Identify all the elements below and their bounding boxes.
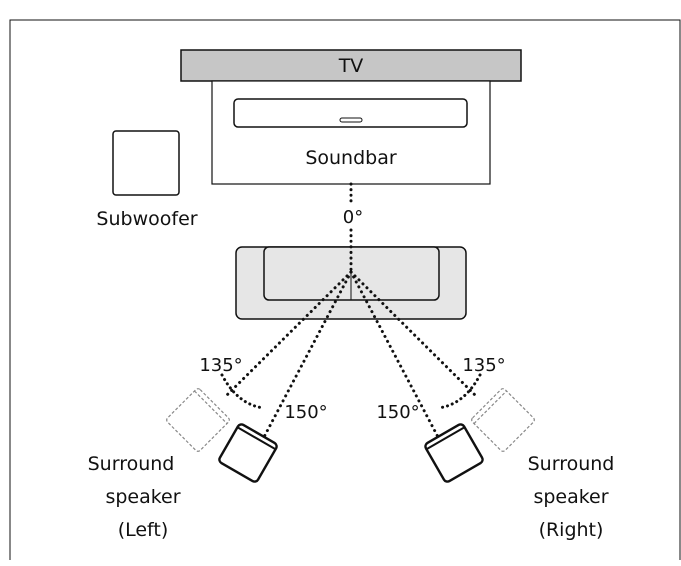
ray-left-150 <box>262 270 353 439</box>
center-angle-label: 0° <box>343 207 363 228</box>
subwoofer-icon <box>112 130 180 196</box>
right-speaker-label-line1: Surround <box>528 453 615 475</box>
right-speaker-label-line2: speaker <box>533 486 608 508</box>
right-speaker-alt-position <box>471 388 535 452</box>
soundbar-unit <box>233 98 468 128</box>
right-speaker-icon <box>424 423 484 483</box>
left-135-label: 135° <box>199 355 242 376</box>
left-speaker-icon <box>218 423 278 483</box>
ray-left-135 <box>224 270 353 398</box>
soundbar-box <box>211 80 491 185</box>
ray-right-150 <box>349 270 440 439</box>
right-150-label: 150° <box>376 402 419 423</box>
tv-label: TV <box>338 55 364 77</box>
left-speaker-alt-position <box>166 388 230 452</box>
frame-border <box>9 19 681 560</box>
soundbar-label: Soundbar <box>305 147 397 169</box>
right-135-label: 135° <box>462 355 505 376</box>
arc-right <box>436 373 482 410</box>
left-speaker-label-line1: Surround <box>88 453 175 475</box>
left-speaker-label-line3: (Left) <box>118 519 169 541</box>
arc-left <box>220 373 266 410</box>
left-speaker-label-line2: speaker <box>105 486 180 508</box>
ray-right-135 <box>349 270 478 398</box>
soundbar-indicator <box>339 117 363 123</box>
subwoofer-label: Subwoofer <box>96 208 197 230</box>
left-150-label: 150° <box>284 402 327 423</box>
right-speaker-label-line3: (Right) <box>539 519 604 541</box>
